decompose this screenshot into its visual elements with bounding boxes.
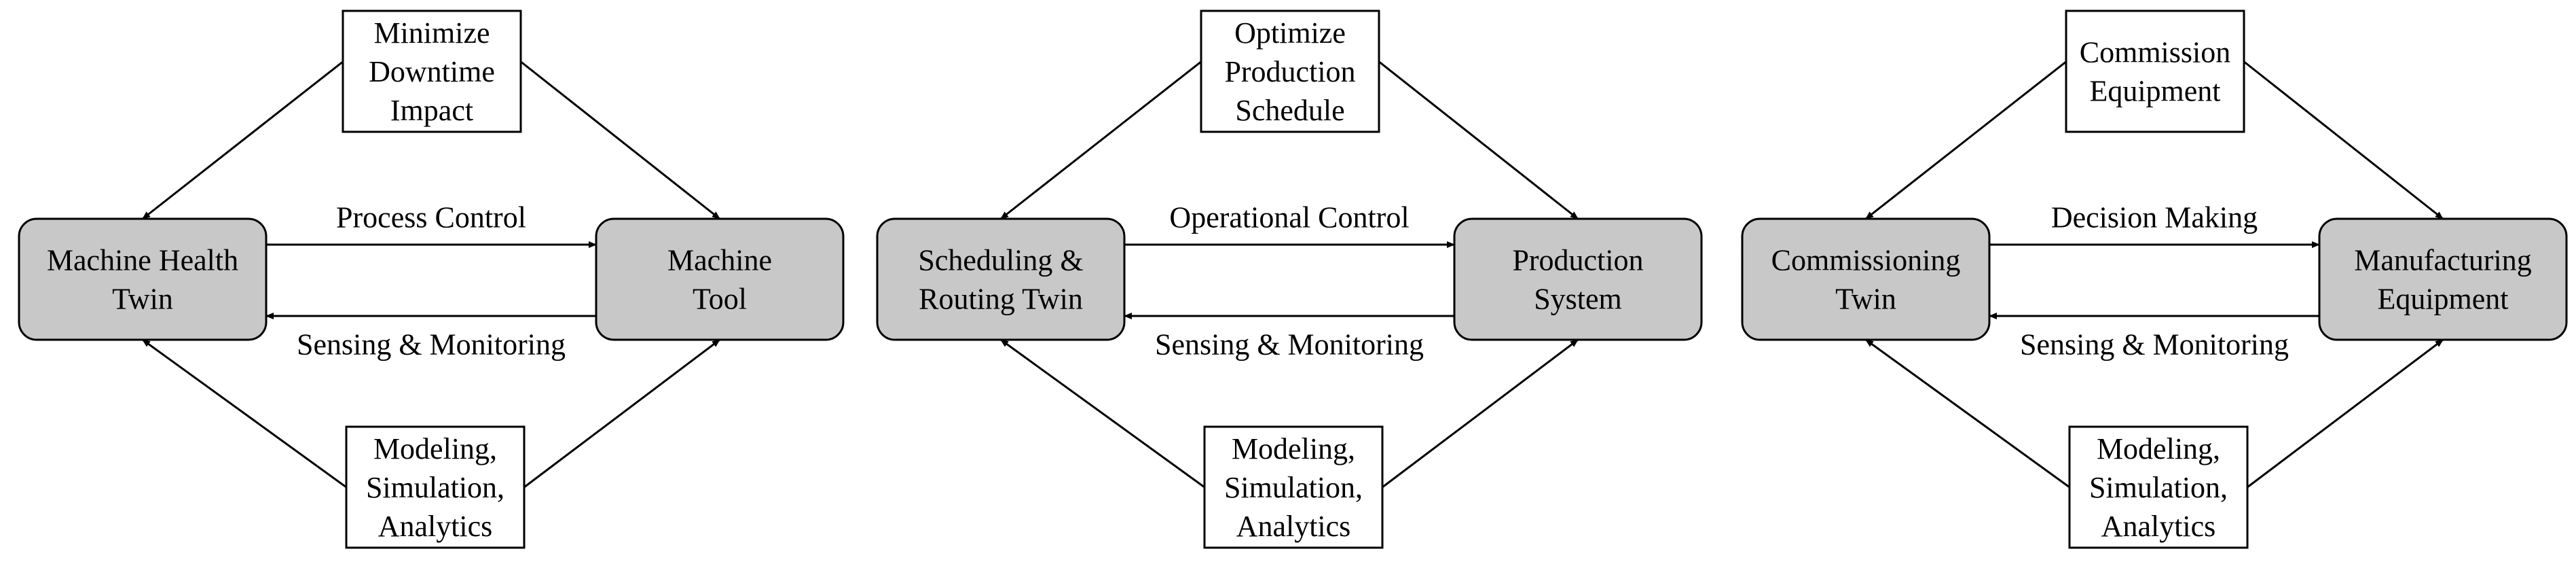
physical-system-label-line: System [1534,282,1622,315]
analytics-label-line: Simulation, [366,471,504,504]
physical-system-label-line: Production [1512,243,1643,277]
goal-label-line: Production [1224,55,1355,88]
twin-label: Scheduling & Routing Twin [918,243,1083,315]
twin-box [18,217,268,341]
analytics-label-line: Modeling, [2097,432,2220,465]
control-arrow-label: Process Control [336,201,526,234]
analytics-label: Modeling, Simulation, Analytics [1224,432,1363,543]
goal-to-system-arrow [2243,60,2444,220]
analytics-label-line: Analytics [378,510,493,543]
analytics-label-line: Modeling, [1232,432,1355,465]
physical-system-label-line: Machine [667,243,772,277]
twin-box [1741,217,1991,341]
goal-label-line: Commission [2080,35,2231,69]
control-arrow-label: Decision Making [2051,201,2258,234]
goal-to-system-arrow [520,60,720,220]
analytics-label-line: Simulation, [1224,471,1363,504]
goal-label-line: Schedule [1235,94,1344,127]
goal-to-system-arrow [1378,60,1579,220]
analytics-box [1203,425,1384,549]
analytics-box [345,425,526,549]
goal-box [342,10,522,133]
goal-to-twin-arrow [1000,60,1202,220]
analytics-to-system-arrow [1382,338,1579,489]
sensing-arrow-label: Sensing & Monitoring [297,328,566,362]
goal-label-line: Downtime [369,55,495,88]
physical-system-label-line: Tool [693,282,747,315]
analytics-label: Modeling, Simulation, Analytics [2089,432,2228,543]
goal-label-line: Minimize [373,16,490,50]
twin-label-line: Scheduling & [918,243,1083,277]
analytics-label-line: Simulation, [2089,471,2228,504]
goal-box [2065,10,2245,133]
twin-label-line: Routing Twin [919,282,1083,315]
goal-to-twin-arrow [142,60,344,220]
twin-box [876,217,1126,341]
analytics-to-twin-arrow [1000,338,1205,489]
goal-label-line: Impact [390,94,473,127]
analytics-label: Modeling, Simulation, Analytics [366,432,504,543]
analytics-to-system-arrow [2247,338,2444,489]
analytics-label-line: Modeling, [373,432,497,465]
twin-label-line: Twin [112,282,173,315]
analytics-to-twin-arrow [1865,338,2070,489]
sensing-arrow-label: Sensing & Monitoring [1155,328,1424,362]
analytics-label-line: Analytics [1236,510,1351,543]
goal-label-line: Optimize [1234,16,1346,50]
analytics-to-system-arrow [523,338,720,489]
goal-to-twin-arrow [1865,60,2067,220]
analytics-label-line: Analytics [2101,510,2216,543]
physical-system-label-line: Equipment [2377,282,2508,315]
physical-system-box [1453,217,1703,341]
goal-label-line: Equipment [2089,74,2220,107]
physical-system-box [595,217,845,341]
sensing-arrow-label: Sensing & Monitoring [2020,328,2289,362]
physical-system-label-line: Manufacturing [2354,243,2531,277]
twin-label-line: Machine Health [47,243,238,277]
twin-label-line: Twin [1835,282,1896,315]
physical-system-box [2318,217,2568,341]
analytics-to-twin-arrow [142,338,347,489]
control-arrow-label: Operational Control [1169,201,1409,234]
analytics-box [2068,425,2249,549]
twin-label-line: Commissioning [1771,243,1961,277]
goal-box [1200,10,1380,133]
